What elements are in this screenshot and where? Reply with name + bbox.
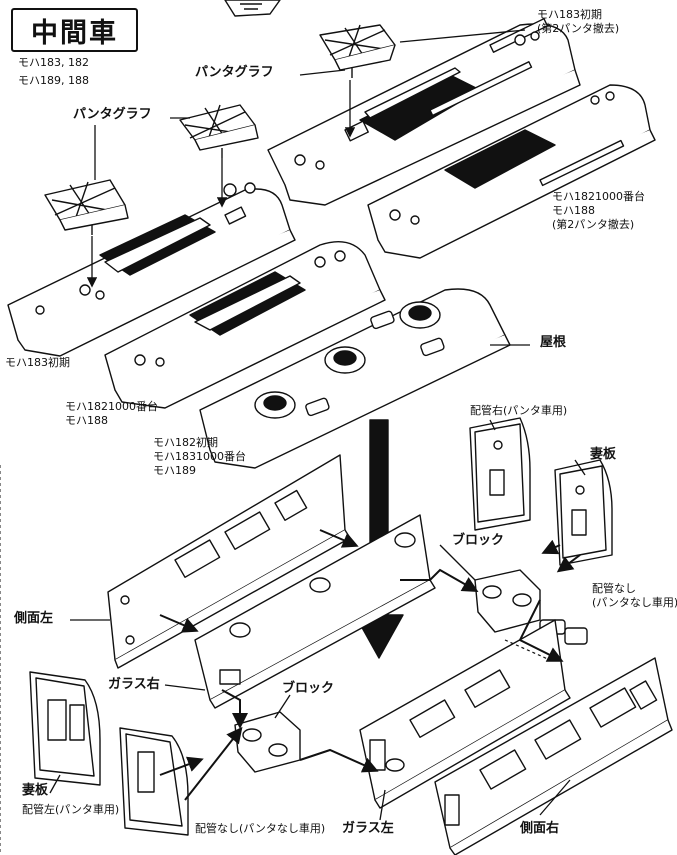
- end-plate-right-piping: [469, 417, 531, 531]
- label-end-plate-right: 妻板: [590, 447, 617, 462]
- label-moha-group: モハ182初期 モハ1831000番台 モハ189: [153, 436, 246, 477]
- roof-car-c: [7, 182, 296, 357]
- end-plate-left-piping: [29, 671, 101, 786]
- glass-left: [359, 619, 571, 809]
- label-roof: 屋根: [540, 335, 567, 350]
- label-glass-right: ガラス右: [108, 677, 160, 692]
- label-end-plate-left: 妻板: [22, 783, 49, 798]
- pantograph-upper: [319, 24, 396, 78]
- title-box: 中間車: [11, 8, 138, 52]
- side-panel-right: [434, 657, 673, 855]
- side-panel-left: [107, 454, 351, 669]
- label-pantograph-lower: パンタグラフ: [73, 107, 152, 122]
- roof-car-a: [267, 17, 581, 206]
- label-moha183-early: モハ183初期: [5, 356, 70, 369]
- label-moha182-1000-188: モハ1821000番台 モハ188: [65, 400, 158, 427]
- label-moha182-1000-188-no2: モハ1821000番台 モハ188 (第2パンタ撤去): [552, 190, 645, 231]
- roof-plate: [199, 288, 511, 469]
- end-plate-left-plain: [119, 727, 189, 836]
- block-right: [474, 569, 541, 633]
- label-block-left: ブロック: [282, 681, 335, 696]
- label-side-right: 側面右: [520, 821, 560, 836]
- label-piping-left-panta: 配管左(パンタ車用): [22, 803, 120, 816]
- label-block-right: ブロック: [452, 533, 505, 548]
- roof-car-d: [104, 241, 386, 409]
- pantograph-lower-middle: [179, 104, 259, 158]
- title-model-2: モハ189, 188: [18, 74, 89, 87]
- block-left: [234, 711, 301, 773]
- roof-car-b: [367, 84, 656, 259]
- label-moha183-early-no2: モハ183初期 (第2パンタ撤去): [537, 8, 620, 35]
- label-piping-right-panta: 配管右(パンタ車用): [470, 404, 568, 417]
- end-plate-right-plain: [554, 459, 613, 566]
- title-text: 中間車: [31, 17, 118, 49]
- label-no-piping-right: 配管なし (パンタなし車用): [592, 582, 677, 609]
- pantograph-lower-left: [44, 179, 129, 235]
- label-no-piping-left: 配管なし(パンタなし車用): [195, 822, 326, 835]
- label-side-left: 側面左: [14, 611, 54, 626]
- label-pantograph-upper: パンタグラフ: [195, 65, 274, 80]
- title-model-1: モハ183, 182: [18, 56, 89, 69]
- top-partial-part: [224, 0, 281, 17]
- label-glass-left: ガラス左: [342, 821, 394, 836]
